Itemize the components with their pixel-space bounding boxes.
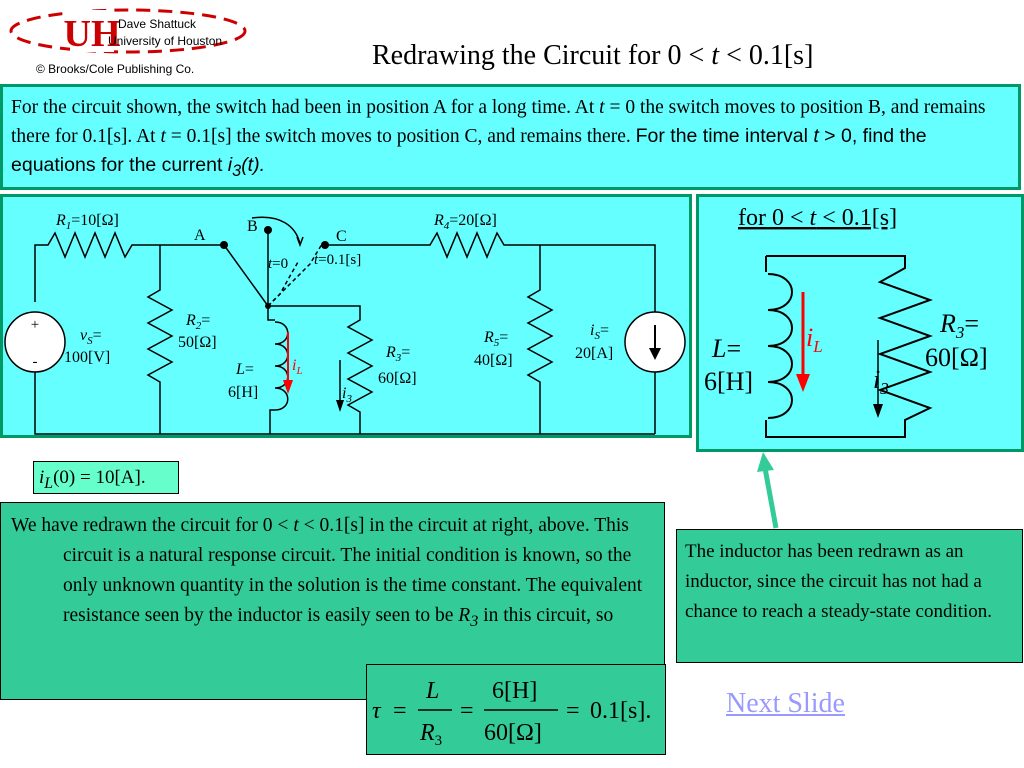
switch-contact-a — [220, 241, 228, 249]
redrawn-circuit-panel: for 0 < t < 0.1[s] L= 6[H] iL R3= 60[Ω] … — [696, 194, 1024, 452]
slide-title: Redrawing the Circuit for 0 < t < 0.1[s] — [372, 40, 814, 71]
pointer-arrow — [757, 452, 779, 529]
switch-c-label: C — [336, 228, 347, 245]
switch-b-time: t=0 — [268, 256, 288, 272]
il-label: iL — [292, 357, 303, 377]
redrawn-i3-label: i3 — [873, 365, 889, 398]
svg-text:R3: R3 — [419, 720, 442, 749]
svg-text:=: = — [393, 698, 407, 724]
initial-condition: iL(0) = 10[A]. — [33, 461, 179, 494]
switch-c-time: t=0.1[s] — [314, 252, 361, 268]
redrawn-l-label: L= — [711, 334, 741, 363]
switch-contact-b — [264, 226, 272, 234]
r2-value: 50[Ω] — [178, 334, 217, 351]
r1-label: R1=10[Ω] — [55, 212, 119, 232]
r5-label: R5= — [483, 329, 508, 349]
time-constant-equation: τ = L R3 = 6[H] 60[Ω] = 0.1[s]. — [366, 664, 666, 755]
r3-label: R3= — [385, 344, 410, 364]
svg-text:L: L — [425, 678, 439, 704]
svg-text:6[H]: 6[H] — [492, 678, 537, 704]
redrawn-heading: for 0 < t < 0.1[s] — [738, 205, 897, 231]
redrawn-l-value: 6[H] — [704, 367, 753, 396]
svg-text:+: + — [31, 317, 39, 333]
is-value: 20[A] — [575, 345, 613, 362]
switch-a-label: A — [194, 227, 206, 244]
i3-label: i3 — [342, 385, 352, 405]
university-logo: UH — [9, 8, 247, 55]
l-value: 6[H] — [228, 384, 258, 401]
is-label: iS= — [590, 322, 609, 342]
next-slide-link[interactable]: Next Slide — [726, 688, 845, 719]
copyright: © Brooks/Cole Publishing Co. — [36, 62, 195, 76]
svg-text:τ: τ — [372, 698, 382, 724]
voltage-source — [4, 311, 66, 373]
university-name: University of Houston — [108, 34, 223, 48]
redrawn-r3-value: 60[Ω] — [925, 343, 988, 372]
svg-text:0.1[s].: 0.1[s]. — [590, 698, 651, 724]
r2-label: R2= — [185, 312, 210, 332]
l-label: L= — [235, 361, 254, 378]
inductor-note: The inductor has been redrawn as an indu… — [676, 529, 1023, 663]
vs-value: 100[V] — [64, 349, 110, 366]
redrawn-il-label: iL — [806, 323, 823, 356]
vs-label: vS= — [80, 327, 102, 347]
original-circuit-diagram: + - R1=10[Ω] A B C t=0 t=0.1[s] R4=20[Ω]… — [4, 212, 686, 435]
r5-value: 40[Ω] — [474, 352, 513, 369]
author-name: Dave Shattuck — [118, 17, 197, 31]
switch-contact-c — [321, 241, 329, 249]
r3-value: 60[Ω] — [378, 370, 417, 387]
problem-statement: For the circuit shown, the switch had be… — [0, 84, 1021, 190]
redrawn-r3-label: R3= — [939, 309, 979, 342]
svg-text:=: = — [460, 698, 474, 724]
original-circuit-panel: + - R1=10[Ω] A B C t=0 t=0.1[s] R4=20[Ω]… — [0, 194, 692, 438]
svg-text:60[Ω]: 60[Ω] — [484, 720, 542, 746]
switch-b-label: B — [247, 218, 258, 235]
logo-mark: UH — [64, 13, 121, 55]
svg-text:-: - — [33, 354, 38, 370]
svg-text:=: = — [566, 698, 580, 724]
r4-label: R4=20[Ω] — [433, 212, 497, 232]
redrawn-circuit-diagram: for 0 < t < 0.1[s] L= 6[H] iL R3= 60[Ω] … — [704, 205, 988, 438]
